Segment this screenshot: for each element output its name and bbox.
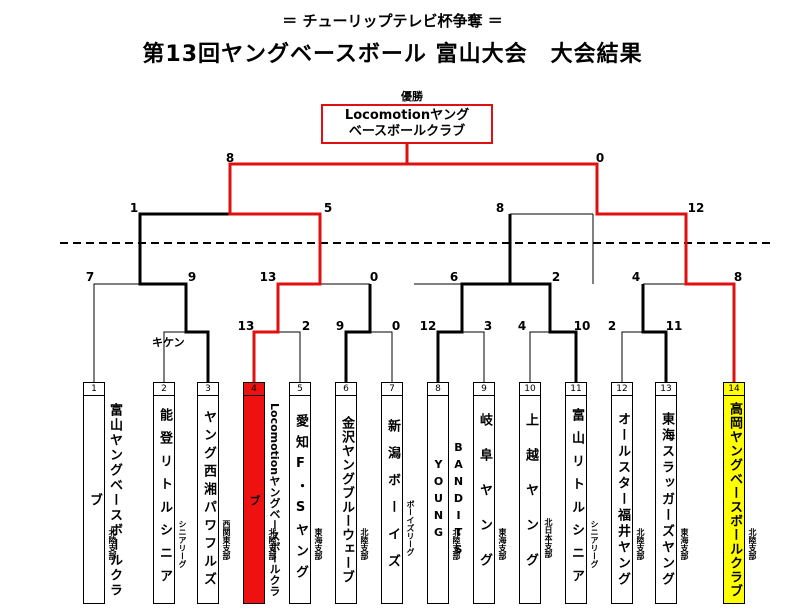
team-name: 能登リトルシニア [157, 408, 172, 592]
score-q1-right: 9 [187, 270, 197, 284]
team-number: 4 [244, 383, 264, 396]
score-semi1-right: 5 [323, 201, 333, 215]
score-semi2-left: 8 [495, 201, 505, 215]
team-slot-7: 7 新潟ボーイズ [381, 382, 403, 604]
team-slot-12: 12 オールスター福井ヤング [611, 382, 633, 604]
page-subtitle: ＝ チューリップテレビ杯争奪 ＝ [282, 12, 503, 30]
team-name: Locomotionヤングベースボールクラブ [248, 403, 281, 597]
score-q3-right: 2 [551, 270, 561, 284]
score-r1d-right: 10 [573, 319, 591, 333]
team-slot-4: 4 Locomotionヤングベースボールクラブ [243, 382, 281, 604]
team-number: 6 [336, 383, 356, 396]
score-r1b-left: 9 [335, 319, 345, 333]
team-branch: 東海支部 [680, 528, 689, 560]
score-r1c-left: 12 [419, 319, 437, 333]
team-name: 金沢ヤングブルーウェーブ [339, 416, 354, 584]
score-r1c-right: 3 [483, 319, 493, 333]
team-branch: 北陸支部 [108, 528, 117, 560]
team-branch: 北陸支部 [452, 528, 461, 560]
team-branch: シニアリーグ [590, 520, 599, 568]
team-branch: 西関東支部 [222, 520, 231, 560]
winner-label: 優勝 [401, 90, 423, 103]
score-r1e-left: 2 [607, 319, 617, 333]
team-name: 岐阜ヤング [477, 412, 492, 588]
champion-name-line1: Locomotionヤング [344, 108, 470, 123]
team-branch: 北陸支部 [748, 528, 757, 560]
champion-path [228, 144, 736, 382]
team-number: 7 [382, 383, 402, 396]
team-name: BANDITS YOUNG [432, 440, 465, 560]
team-name: オールスター福井ヤング [615, 412, 630, 588]
team-name: 東海スラッガーズヤング [659, 412, 674, 588]
team-number: 13 [656, 383, 676, 396]
score-r1a-left: 13 [237, 319, 255, 333]
team-name: 新潟ボーイズ [385, 419, 400, 581]
team-name: 富山リトルシニア [569, 408, 584, 592]
team-number: 3 [198, 383, 218, 396]
team-branch: 北日本支部 [544, 518, 553, 558]
team-number: 10 [520, 383, 540, 396]
score-q1-left: 7 [85, 270, 95, 284]
team-name: 愛知F・Sヤング [293, 414, 308, 586]
team-branch: 北陸支部 [636, 528, 645, 560]
team-slot-3: 3 ヤング西湘パワフルズ [197, 382, 219, 604]
score-final-right: 0 [595, 151, 605, 165]
score-q4-right: 8 [733, 270, 743, 284]
score-r1a-right: 2 [301, 319, 311, 333]
team-number: 14 [724, 383, 744, 396]
team-number: 2 [154, 383, 174, 396]
team-name: 上越ヤング [523, 412, 538, 588]
score-final-left: 8 [225, 151, 235, 165]
team-slot-9: 9 岐阜ヤング [473, 382, 495, 604]
score-q3-left: 6 [449, 270, 459, 284]
team-branch: ボーイズリーグ [406, 500, 415, 556]
score-q2-right: 0 [369, 270, 379, 284]
team-number: 8 [428, 383, 448, 396]
team-branch: 東海支部 [314, 528, 323, 560]
team-name: ヤング西湘パワフルズ [201, 410, 216, 590]
score-semi2-right: 12 [687, 201, 705, 215]
team-branch: 北陸支部 [268, 528, 277, 560]
team-branch: 北陸支部 [360, 528, 369, 560]
team-name: 高岡ヤングベースボールクラブ [727, 402, 742, 598]
forfeit-note: キケン [152, 336, 185, 349]
champion-name-line2: ベースボールクラブ [348, 124, 466, 139]
advance-lines [138, 212, 668, 382]
score-q4-left: 4 [631, 270, 641, 284]
team-number: 5 [290, 383, 310, 396]
team-number: 12 [612, 383, 632, 396]
score-r1b-right: 0 [391, 319, 401, 333]
score-r1d-left: 4 [517, 319, 527, 333]
team-slot-6: 6 金沢ヤングブルーウェーブ [335, 382, 357, 604]
team-slot-2: 2 能登リトルシニア [153, 382, 175, 604]
team-slot-13: 13 東海スラッガーズヤング [655, 382, 677, 604]
team-number: 9 [474, 383, 494, 396]
team-slot-10: 10 上越ヤング [519, 382, 541, 604]
team-branch: シニアリーグ [178, 520, 187, 568]
team-slot-5: 5 愛知F・Sヤング [289, 382, 311, 604]
page-title: 第13回ヤングベースボール 富山大会 大会結果 [142, 42, 643, 67]
team-slot-1: 1 富山ヤングベースボールクラブ [83, 382, 122, 604]
team-branch: 東海支部 [498, 528, 507, 560]
champion-box: Locomotionヤング ベースボールクラブ [321, 104, 493, 144]
team-number: 1 [84, 383, 104, 396]
team-slot-11: 11 富山リトルシニア [565, 382, 587, 604]
team-slot-14: 14 高岡ヤングベースボールクラブ [723, 382, 745, 604]
team-name: 富山ヤングベースボールクラブ [87, 402, 122, 598]
score-r1e-right: 11 [665, 319, 683, 333]
score-semi1-left: 1 [129, 201, 139, 215]
team-slot-8: 8 BANDITS YOUNG [427, 382, 465, 604]
team-number: 11 [566, 383, 586, 396]
score-q2-left: 13 [259, 270, 277, 284]
